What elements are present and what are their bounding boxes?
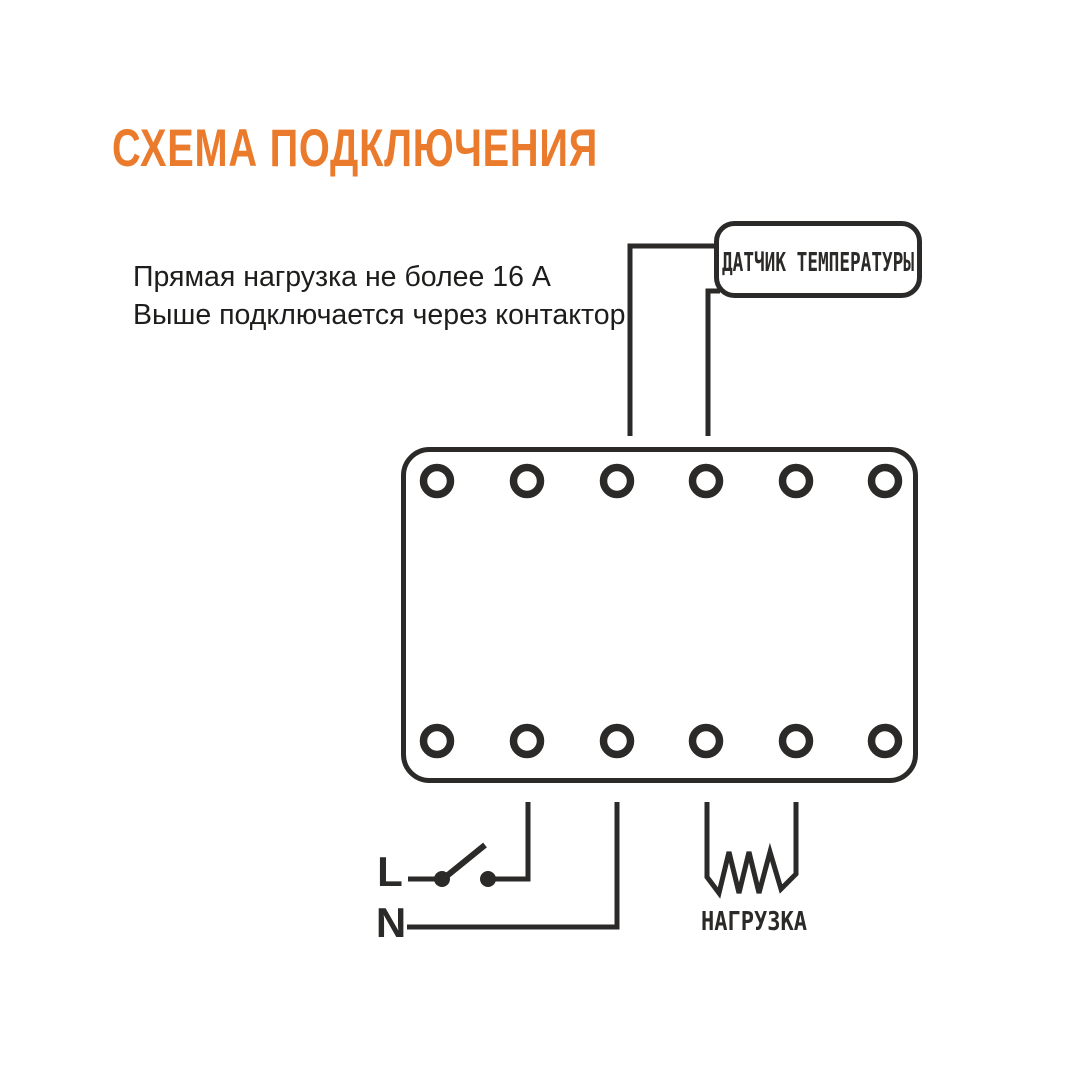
temperature-sensor-box <box>714 221 922 298</box>
terminal-bottom-3 <box>599 723 635 759</box>
terminal-bottom-1 <box>419 723 455 759</box>
page-title: СХЕМА ПОДКЛЮЧЕНИЯ <box>112 119 599 178</box>
switch-contact-dot <box>480 871 496 887</box>
switch-arm <box>441 842 487 882</box>
note-line-1: Прямая нагрузка не более 16 А <box>133 261 551 293</box>
terminal-bottom-5 <box>778 723 814 759</box>
live-label: L <box>377 848 403 895</box>
terminal-top-6 <box>867 463 903 499</box>
load-label: НАГРУЗКА <box>701 907 807 937</box>
terminal-bottom-4 <box>688 723 724 759</box>
neutral-wire <box>407 802 620 930</box>
terminal-top-2 <box>509 463 545 499</box>
load-resistor <box>704 802 799 899</box>
terminal-top-4 <box>688 463 724 499</box>
sensor-wire-1 <box>627 243 720 436</box>
terminal-top-3 <box>599 463 635 499</box>
note-text: Прямая нагрузка не более 16 А Выше подкл… <box>133 258 625 334</box>
terminal-top-1 <box>419 463 455 499</box>
temperature-sensor-label: ДАТЧИК ТЕМПЕРАТУРЫ <box>722 248 914 278</box>
terminal-bottom-6 <box>867 723 903 759</box>
terminal-top-5 <box>778 463 814 499</box>
switch-pivot-dot <box>434 871 450 887</box>
terminal-bottom-2 <box>509 723 545 759</box>
relay-device-body <box>401 447 918 783</box>
sensor-wire-2 <box>705 288 720 436</box>
live-wire-to-device <box>493 802 531 882</box>
neutral-label: N <box>376 899 406 946</box>
note-line-2: Выше подключается через контактор <box>133 299 626 331</box>
